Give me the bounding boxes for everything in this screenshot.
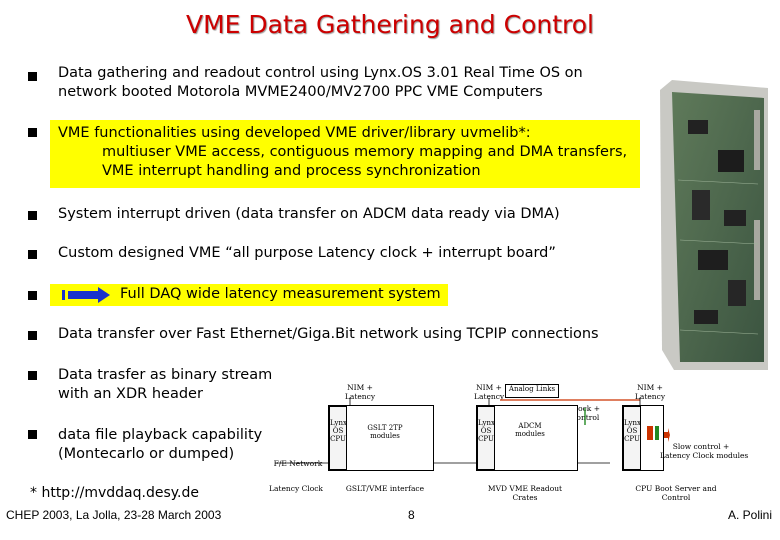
crate-3-cpu-label: Lynx OS CPU — [624, 419, 641, 443]
vme-board-image — [660, 80, 768, 370]
gslt-interface-label: GSLT/VME interface — [345, 484, 425, 493]
bullet-line: Data gathering and readout control using… — [58, 65, 583, 81]
fe-network-label: F/E Network — [273, 459, 323, 468]
cpu-boot-label: CPU Boot Server and Control — [635, 484, 717, 502]
slide-title: VME Data Gathering and Control — [185, 10, 594, 39]
footer-author: A. Polini — [728, 508, 773, 522]
highlight-vme-functions — [50, 120, 640, 188]
bullet-7: Data trasfer as binary stream with an XD… — [58, 366, 272, 404]
analog-links-text: Analog Links — [508, 385, 556, 393]
latency-clock-label: Latency Clock — [269, 484, 323, 493]
slow-control-label: Slow control + Latency Clock modules — [660, 442, 749, 460]
footer-conference: CHEP 2003, La Jolla, 23-28 March 2003 — [6, 508, 222, 522]
bullet-line: data file playback capability — [58, 427, 263, 443]
bullet-marker — [28, 211, 37, 220]
crate-3-cpu: Lynx OS CPU — [623, 406, 641, 470]
crate-3: Lynx OS CPU — [622, 405, 664, 471]
bullet-line: multiuser VME access, contiguous memory … — [102, 144, 628, 160]
bullet-marker — [28, 371, 37, 380]
bullet-5: Full DAQ wide latency measurement system — [120, 286, 441, 302]
crate-1-cpu-label: Lynx OS CPU — [330, 419, 347, 443]
bullet-8: data file playback capability (Montecarl… — [58, 426, 262, 464]
nim-latency-label-1: NIM + Latency — [344, 383, 376, 401]
bullet-marker — [28, 128, 37, 137]
crate-2: Lynx OS CPU ADCM modules — [476, 405, 578, 471]
bullet-marker — [28, 291, 37, 300]
crate-2-modules-label: ADCM modules — [515, 422, 545, 438]
mvd-readout-label: MVD VME Readout Crates — [487, 484, 563, 502]
crate-3-module-slot — [655, 426, 659, 440]
bullet-line: VME interrupt handling and process synch… — [102, 163, 481, 179]
latency-label-2: Latency — [474, 392, 505, 401]
highlight-latency-system — [50, 284, 448, 306]
crate-2-cpu: Lynx OS CPU — [477, 406, 495, 470]
crate-3-module-slot — [647, 426, 653, 440]
arrow-icon — [62, 287, 110, 303]
analog-links-label: Analog Links — [505, 384, 559, 398]
bullet-marker — [28, 250, 37, 259]
bullet-line: Data trasfer as binary stream — [58, 367, 273, 383]
crate-1: Lynx OS CPU GSLT 2TP modules — [328, 405, 434, 471]
nim-label-2: NIM + — [476, 383, 502, 392]
crate-1-modules-label: GSLT 2TP modules — [367, 424, 403, 440]
nim-latency-label-3: NIM + Latency — [634, 383, 666, 401]
crate-2-cpu-label: Lynx OS CPU — [478, 419, 495, 443]
bullet-line: VME functionalities using developed VME … — [58, 125, 531, 141]
bullet-1: Data gathering and readout control using… — [58, 64, 583, 102]
bullet-6: Data transfer over Fast Ethernet/Giga.Bi… — [58, 326, 599, 342]
bullet-marker — [28, 430, 37, 439]
crate-1-cpu: Lynx OS CPU — [329, 406, 347, 470]
bullet-marker — [28, 72, 37, 81]
bullet-line: with an XDR header — [58, 386, 203, 402]
footnote: * http://mvddaq.desy.de — [30, 485, 199, 501]
bullet-3: System interrupt driven (data transfer o… — [58, 206, 560, 222]
bullet-line: network booted Motorola MVME2400/MV2700 … — [58, 84, 543, 100]
bullet-4: Custom designed VME “all purpose Latency… — [58, 245, 556, 261]
page-number: 8 — [408, 508, 415, 522]
bullet-line: (Montecarlo or dumped) — [58, 446, 235, 462]
bullet-2: VME functionalities using developed VME … — [58, 124, 627, 181]
bullet-marker — [28, 331, 37, 340]
